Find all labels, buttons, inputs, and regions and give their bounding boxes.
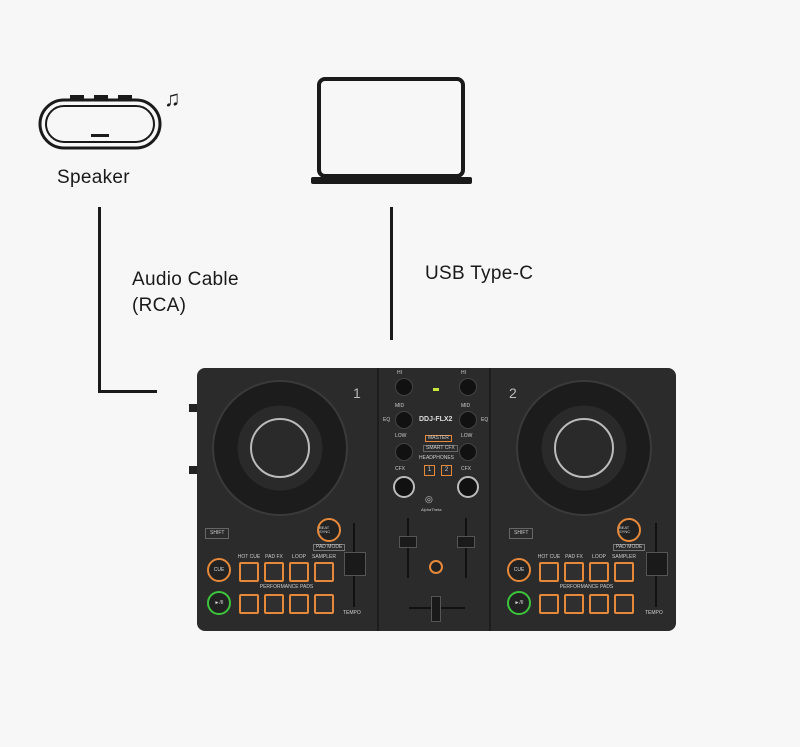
play-label: ►/II: [214, 599, 224, 606]
laptop-icon: [310, 76, 475, 193]
eq-label: EQ: [383, 417, 391, 423]
tempo-slider-left[interactable]: [344, 552, 366, 576]
tempo-label-right: TEMPO: [645, 610, 663, 616]
cfx-label: CFX: [461, 466, 471, 472]
cfx-knob-left[interactable]: [393, 476, 415, 498]
deck-2-number: 2: [509, 385, 517, 401]
mid-label: MID: [395, 403, 405, 409]
channel-fader-right[interactable]: [457, 536, 475, 548]
audio-cable-label-line1: Audio Cable: [132, 269, 239, 290]
performance-pad[interactable]: [314, 594, 334, 614]
low-label: LOW: [395, 433, 407, 439]
jog-wheel-left[interactable]: [212, 380, 348, 516]
performance-pad[interactable]: [539, 594, 559, 614]
hi-label: HI: [397, 370, 402, 376]
master-button[interactable]: MASTER: [425, 435, 452, 442]
svg-text:♫: ♫: [164, 92, 181, 111]
performance-pad[interactable]: [564, 594, 584, 614]
headphone-cue-1-button[interactable]: 1: [424, 465, 435, 476]
play-label: ►/II: [514, 599, 524, 606]
cfx-knob-right[interactable]: [457, 476, 479, 498]
hi-knob-right[interactable]: [459, 378, 477, 396]
hi-knob-left[interactable]: [395, 378, 413, 396]
jog-wheel-right[interactable]: [516, 380, 652, 516]
mid-knob-left[interactable]: [395, 411, 413, 429]
crossfader[interactable]: [431, 596, 441, 622]
cfx-label: CFX: [395, 466, 405, 472]
cue-label: CUE: [513, 566, 525, 573]
loop-label: LOOP: [292, 554, 306, 560]
cue-button-right[interactable]: CUE: [507, 558, 531, 582]
hot-cue-label: HOT CUE: [537, 554, 561, 560]
performance-pad[interactable]: [539, 562, 559, 582]
tempo-label-left: TEMPO: [343, 610, 361, 616]
low-knob-left[interactable]: [395, 443, 413, 461]
smart-cfx-label: SMART CFX: [423, 445, 458, 452]
low-knob-right[interactable]: [459, 443, 477, 461]
loop-label: LOOP: [592, 554, 606, 560]
sampler-label: SAMPLER: [612, 554, 636, 560]
sampler-button[interactable]: [429, 560, 443, 574]
beat-sync-button-left[interactable]: BEAT SYNC: [317, 518, 341, 542]
headphone-port: [189, 466, 197, 474]
performance-pads-label: PERFORMANCE PADS: [259, 584, 314, 590]
mid-knob-right[interactable]: [459, 411, 477, 429]
tempo-slider-right[interactable]: [646, 552, 668, 576]
performance-pad[interactable]: [239, 594, 259, 614]
brand-label: AlphaTheta: [421, 507, 442, 512]
channel-fader-track-left: [407, 518, 409, 578]
pad-fx-label: PAD FX: [265, 554, 283, 560]
beat-sync-label: BEAT SYNC: [319, 525, 331, 534]
pad-fx-label: PAD FX: [565, 554, 583, 560]
low-label: LOW: [461, 433, 473, 439]
cue-label: CUE: [213, 566, 225, 573]
performance-pad[interactable]: [589, 594, 609, 614]
usb-cable-line: [390, 207, 393, 340]
speaker-icon: ♫: [36, 86, 186, 159]
performance-pad[interactable]: [314, 562, 334, 582]
sampler-label: SAMPLER: [312, 554, 336, 560]
model-name: DDJ-FLX2: [419, 416, 453, 423]
pad-mode-label-right: PAD MODE: [613, 544, 646, 551]
audio-cable-label: Audio Cable (RCA): [132, 267, 239, 319]
performance-pad[interactable]: [264, 594, 284, 614]
performance-pad[interactable]: [289, 594, 309, 614]
cue-button-left[interactable]: CUE: [207, 558, 231, 582]
hi-label: HI: [461, 370, 466, 376]
beat-sync-label: BEAT SYNC: [619, 525, 631, 534]
speaker-label: Speaker: [57, 167, 130, 188]
performance-pad[interactable]: [614, 562, 634, 582]
performance-pad[interactable]: [614, 594, 634, 614]
headphone-cue-2-button[interactable]: 2: [441, 465, 452, 476]
performance-pad[interactable]: [589, 562, 609, 582]
dj-controller: 1 SHIFT BEAT SYNC PAD MODE CUE ►/II HOT …: [189, 368, 676, 631]
play-button-right[interactable]: ►/II: [507, 591, 531, 615]
audio-cable-line: [98, 207, 101, 393]
channel-fader-left[interactable]: [399, 536, 417, 548]
beat-sync-button-right[interactable]: BEAT SYNC: [617, 518, 641, 542]
performance-pad[interactable]: [564, 562, 584, 582]
channel-fader-track-right: [465, 518, 467, 578]
performance-pad[interactable]: [239, 562, 259, 582]
alphatheta-logo-icon: ◎: [425, 494, 433, 504]
performance-pad[interactable]: [289, 562, 309, 582]
audio-cable-label-line2: (RCA): [132, 295, 187, 316]
mid-label: MID: [461, 403, 471, 409]
deck-1-number: 1: [353, 385, 361, 401]
hot-cue-label: HOT CUE: [237, 554, 261, 560]
audio-cable-line-h: [98, 390, 157, 393]
level-indicator: [433, 388, 439, 391]
shift-button-right[interactable]: SHIFT: [509, 528, 534, 539]
audio-port: [189, 404, 197, 412]
shift-button-left[interactable]: SHIFT: [205, 528, 230, 539]
headphones-label: HEADPHONES: [419, 455, 455, 461]
play-button-left[interactable]: ►/II: [207, 591, 231, 615]
eq-label: EQ: [481, 417, 489, 423]
usb-cable-label: USB Type-C: [425, 263, 534, 284]
performance-pad[interactable]: [264, 562, 284, 582]
performance-pads-label: PERFORMANCE PADS: [559, 584, 614, 590]
pad-mode-label-left: PAD MODE: [313, 544, 346, 551]
